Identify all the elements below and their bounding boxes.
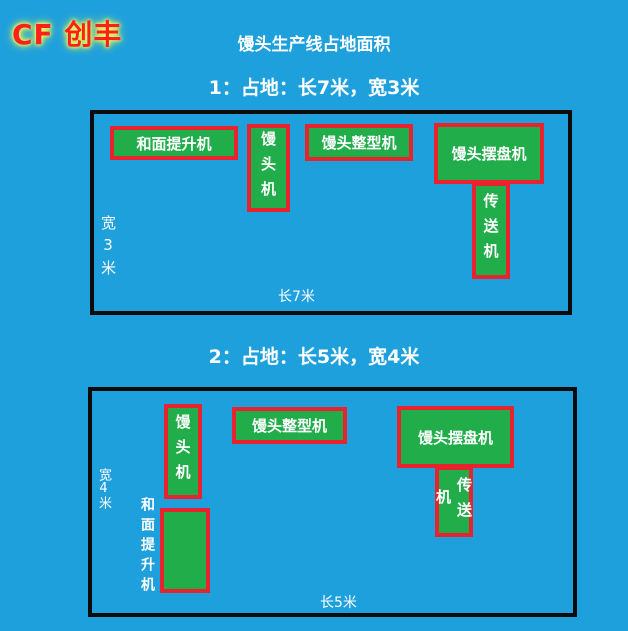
layout1-length-label: 长7米 <box>278 289 315 305</box>
layout2-area <box>88 387 577 617</box>
layout1-heading: 1：占地：长7米，宽3米 <box>208 77 420 99</box>
layout2-lift-machine <box>160 508 210 593</box>
layout2-shaper-machine: 馒头整型机 <box>232 407 347 444</box>
layout1-width-label: 宽3米 <box>99 215 117 281</box>
layout2-lift-label: 和面提升机 <box>139 497 155 597</box>
layout1-area <box>90 110 572 315</box>
layout1-conveyor-machine: 传送机 <box>472 182 510 279</box>
layout1-tray-arranger-machine: 馒头摆盘机 <box>434 123 544 184</box>
layout2-tray-arranger-machine: 馒头摆盘机 <box>397 406 514 468</box>
layout1-shaper-machine: 馒头整型机 <box>305 124 413 161</box>
layout1-lift-machine: 和面提升机 <box>110 126 238 160</box>
layout2-width-label: 宽4米 <box>96 468 111 509</box>
brand-logo: CF 创丰 <box>12 18 123 51</box>
page-title: 馒头生产线占地面积 <box>237 35 391 55</box>
layout2-steamed-bun-machine: 馒头机 <box>164 404 202 499</box>
layout1-steamed-bun-machine: 馒头机 <box>247 124 290 212</box>
layout2-heading: 2：占地：长5米，宽4米 <box>208 346 420 368</box>
layout2-length-label: 长5米 <box>320 595 357 611</box>
layout2-conveyor-machine: 传送机 <box>434 466 473 537</box>
